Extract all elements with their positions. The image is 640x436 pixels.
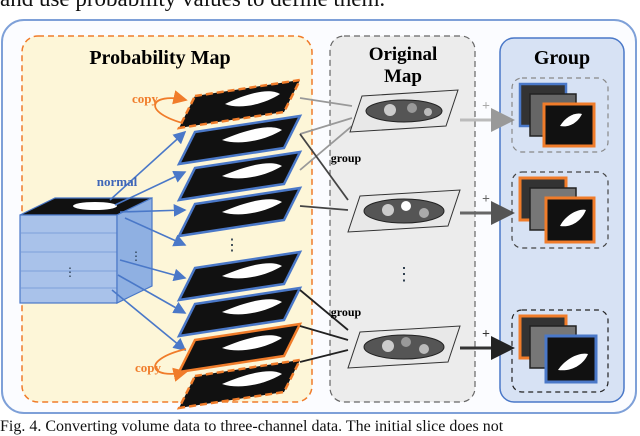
original-slices: ⋮ <box>347 89 461 369</box>
probability-map-title: Probability Map <box>89 47 230 69</box>
slice-5 <box>176 286 303 338</box>
ct-slice-bottom <box>347 325 461 369</box>
figure-caption: Fig. 4. Converting volume data to three-… <box>0 418 504 435</box>
copy-label-top: copy <box>132 91 159 106</box>
connect-top-2 <box>299 117 353 135</box>
group-stack-top <box>511 77 609 153</box>
plus-sign-top: + <box>482 99 490 114</box>
ct-slice-top <box>349 89 459 133</box>
slice-4 <box>176 250 303 302</box>
original-map-title-line2: Map <box>384 66 422 87</box>
svg-text:⋮: ⋮ <box>130 249 142 263</box>
svg-text:⋮: ⋮ <box>64 265 76 279</box>
original-ellipsis: ⋮ <box>395 264 413 284</box>
normal-arrows <box>109 130 187 352</box>
connect-bot-3 <box>299 349 349 363</box>
ct-slice-mid <box>347 189 461 233</box>
group-stack-mid <box>511 171 609 249</box>
connect-top-3 <box>299 125 353 171</box>
copy-arrow-bottom <box>154 348 188 382</box>
connect-bot-1 <box>299 289 349 331</box>
connect-mid-1 <box>299 133 349 201</box>
original-map-title-line1: Original <box>369 44 438 65</box>
volume-cube: ⋮ ⋮ <box>19 197 153 304</box>
slice-6 <box>176 322 303 374</box>
group-label-top: group <box>331 151 362 165</box>
group-title: Group <box>534 47 590 69</box>
group-label-bottom: group <box>331 305 362 319</box>
slice-3 <box>176 186 303 238</box>
slices-ellipsis: ⋮ <box>224 237 240 254</box>
group-connections <box>299 97 353 363</box>
slice-2 <box>176 150 303 202</box>
plus-sign-bottom: + <box>482 327 490 342</box>
connect-mid-2 <box>299 205 349 211</box>
plus-sign-mid: + <box>482 192 490 207</box>
slice-copy-top <box>176 78 303 130</box>
connect-bot-2 <box>299 325 349 341</box>
slice-copy-bottom <box>176 358 303 410</box>
normal-label: normal <box>97 174 138 189</box>
copy-arrow-top <box>154 90 188 125</box>
slice-1 <box>176 114 303 166</box>
preceding-paper-text: and use probability values to define the… <box>0 0 385 12</box>
plus-arrows: + + + <box>460 99 515 360</box>
group-stack-bottom <box>511 309 609 393</box>
connect-top-1 <box>299 97 353 107</box>
probability-slices: ⋮ <box>176 78 303 410</box>
copy-label-bottom: copy <box>135 360 162 375</box>
